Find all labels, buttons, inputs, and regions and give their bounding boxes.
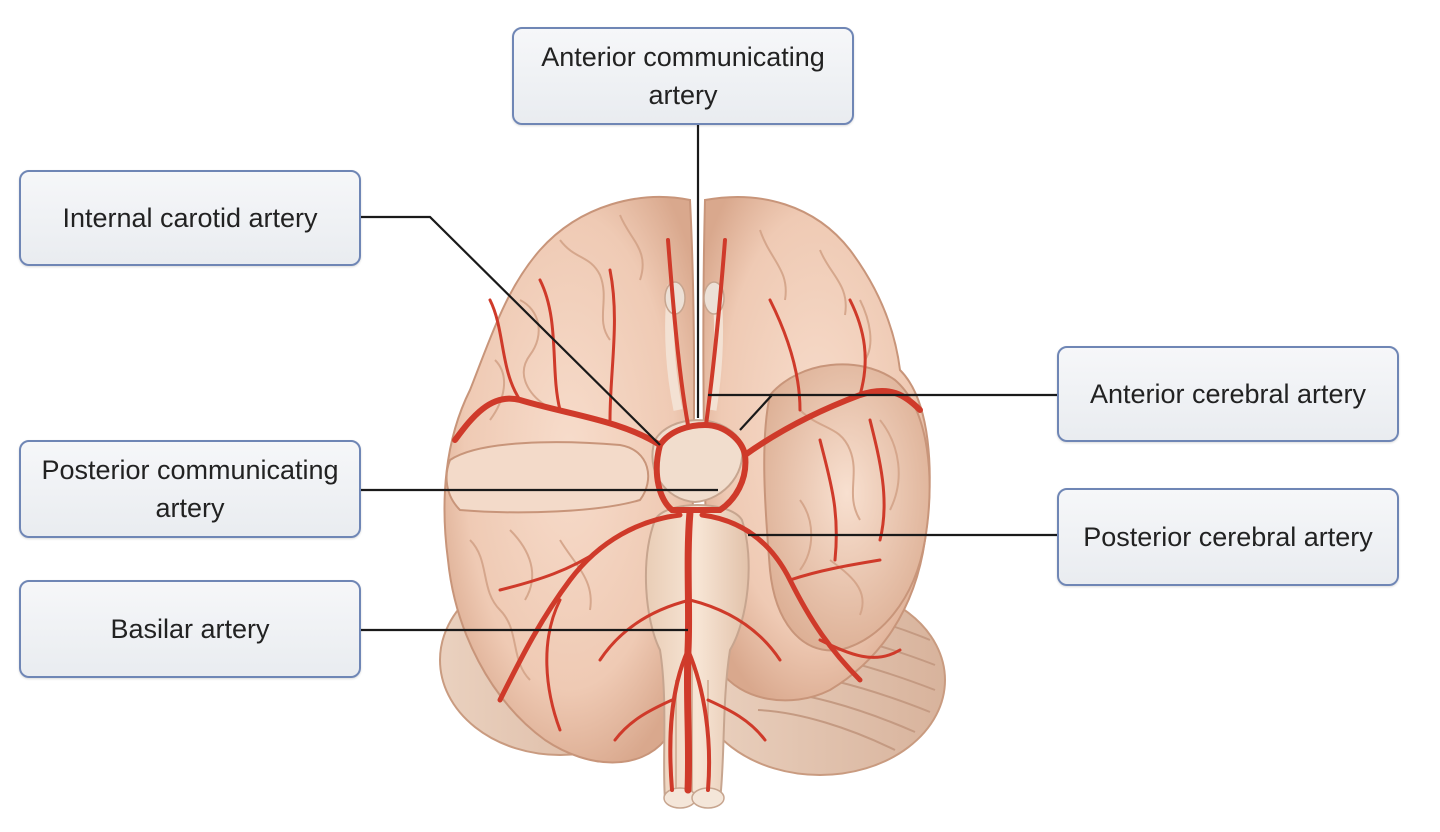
vertebral-arteries bbox=[668, 648, 712, 792]
label-text: Anterior communicating artery bbox=[541, 42, 825, 110]
label-anterior-cerebral-artery: Anterior cerebral artery bbox=[1057, 346, 1399, 442]
label-text: Basilar artery bbox=[110, 614, 270, 644]
arteries bbox=[452, 238, 923, 794]
label-text: Internal carotid artery bbox=[62, 203, 318, 233]
right-temporal-lobe bbox=[763, 363, 931, 652]
superior-cerebellar bbox=[598, 598, 782, 662]
leader-internal-carotid bbox=[361, 215, 661, 446]
anterior-cerebral-left bbox=[666, 238, 690, 427]
middle-cerebral-left bbox=[452, 395, 663, 448]
anterior-cerebral-right bbox=[704, 238, 727, 427]
left-temporal-lobe-cut bbox=[445, 441, 650, 514]
optic-chiasm-region bbox=[651, 419, 744, 504]
label-text: Anterior cerebral artery bbox=[1089, 379, 1367, 409]
leader-lines bbox=[361, 125, 1057, 632]
circle-of-willis bbox=[653, 421, 749, 513]
label-posterior-communicating-artery: Posterior communicating artery bbox=[19, 440, 361, 538]
posterior-cerebral-left bbox=[497, 512, 683, 703]
label-text: Posterior communicating artery bbox=[41, 455, 339, 523]
label-anterior-communicating-artery: Anterior communicating artery bbox=[512, 27, 854, 125]
middle-cerebral-right bbox=[742, 388, 923, 458]
label-text: Posterior cerebral artery bbox=[1083, 522, 1373, 552]
label-internal-carotid-artery: Internal carotid artery bbox=[19, 170, 361, 266]
label-basilar-artery: Basilar artery bbox=[19, 580, 361, 678]
label-posterior-cerebral-artery: Posterior cerebral artery bbox=[1057, 488, 1399, 586]
gyri-texture bbox=[469, 214, 900, 681]
